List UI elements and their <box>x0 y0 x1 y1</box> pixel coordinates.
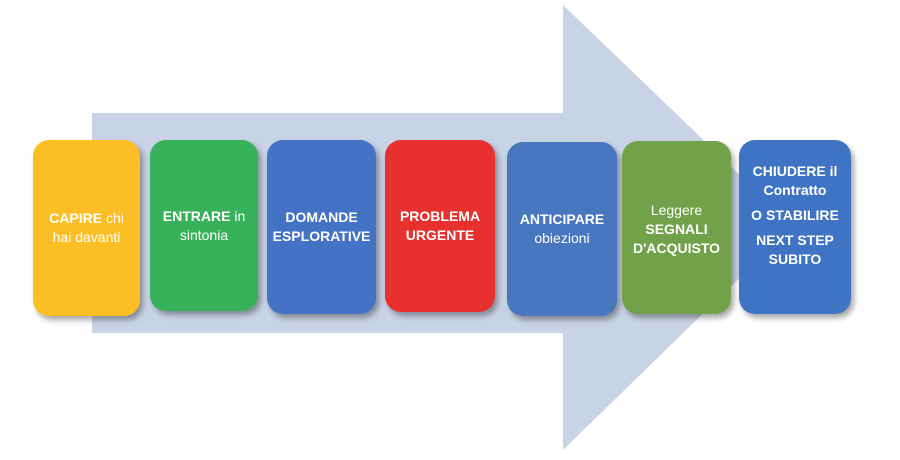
step-7-line-2: Contratto <box>763 181 827 198</box>
step-4-line-1: PROBLEMA <box>399 208 481 225</box>
step-1-bold: CAPIRE <box>49 210 103 227</box>
step-2-text: in <box>230 207 246 224</box>
step-5-line-2: obiezioni <box>534 230 590 246</box>
step-domande: DOMANDE ESPLORATIVE <box>267 140 376 314</box>
step-6-line-2: SEGNALI <box>645 220 708 237</box>
step-anticipare: ANTICIPARE obiezioni <box>507 142 617 316</box>
step-7-line-1: CHIUDERE il <box>752 163 838 179</box>
step-2-bold: ENTRARE <box>162 207 231 224</box>
step-2-line-2: sintonia <box>179 226 229 243</box>
step-2-line-1: ENTRARE in <box>163 207 245 226</box>
step-entrare: ENTRARE in sintonia <box>150 140 258 311</box>
step-3-line-2: ESPLORATIVE <box>272 228 371 244</box>
step-5-line-1: ANTICIPARE <box>519 211 605 228</box>
step-chiudere: CHIUDERE il Contratto O STABILIRE NEXT S… <box>739 140 851 314</box>
step-problema: PROBLEMA URGENTE <box>385 140 495 312</box>
step-leggere: Leggere SEGNALI D'ACQUISTO <box>622 141 731 314</box>
step-capire: CAPIRE chi hai davanti <box>33 140 140 316</box>
step-7-line-5: SUBITO <box>768 250 822 267</box>
step-1-line-2: hai davanti <box>52 229 121 245</box>
step-4-line-2: URGENTE <box>405 227 475 243</box>
step-3-line-1: DOMANDE <box>285 209 358 226</box>
step-6-line-1: Leggere <box>650 202 703 218</box>
step-6-line-3: D'ACQUISTO <box>632 239 721 256</box>
step-1-line-1: CAPIRE chi <box>49 209 124 228</box>
step-7-line-3: O STABILIRE <box>751 206 839 223</box>
step-7-line-4: NEXT STEP <box>756 231 834 248</box>
step-1-text: chi <box>102 210 124 227</box>
